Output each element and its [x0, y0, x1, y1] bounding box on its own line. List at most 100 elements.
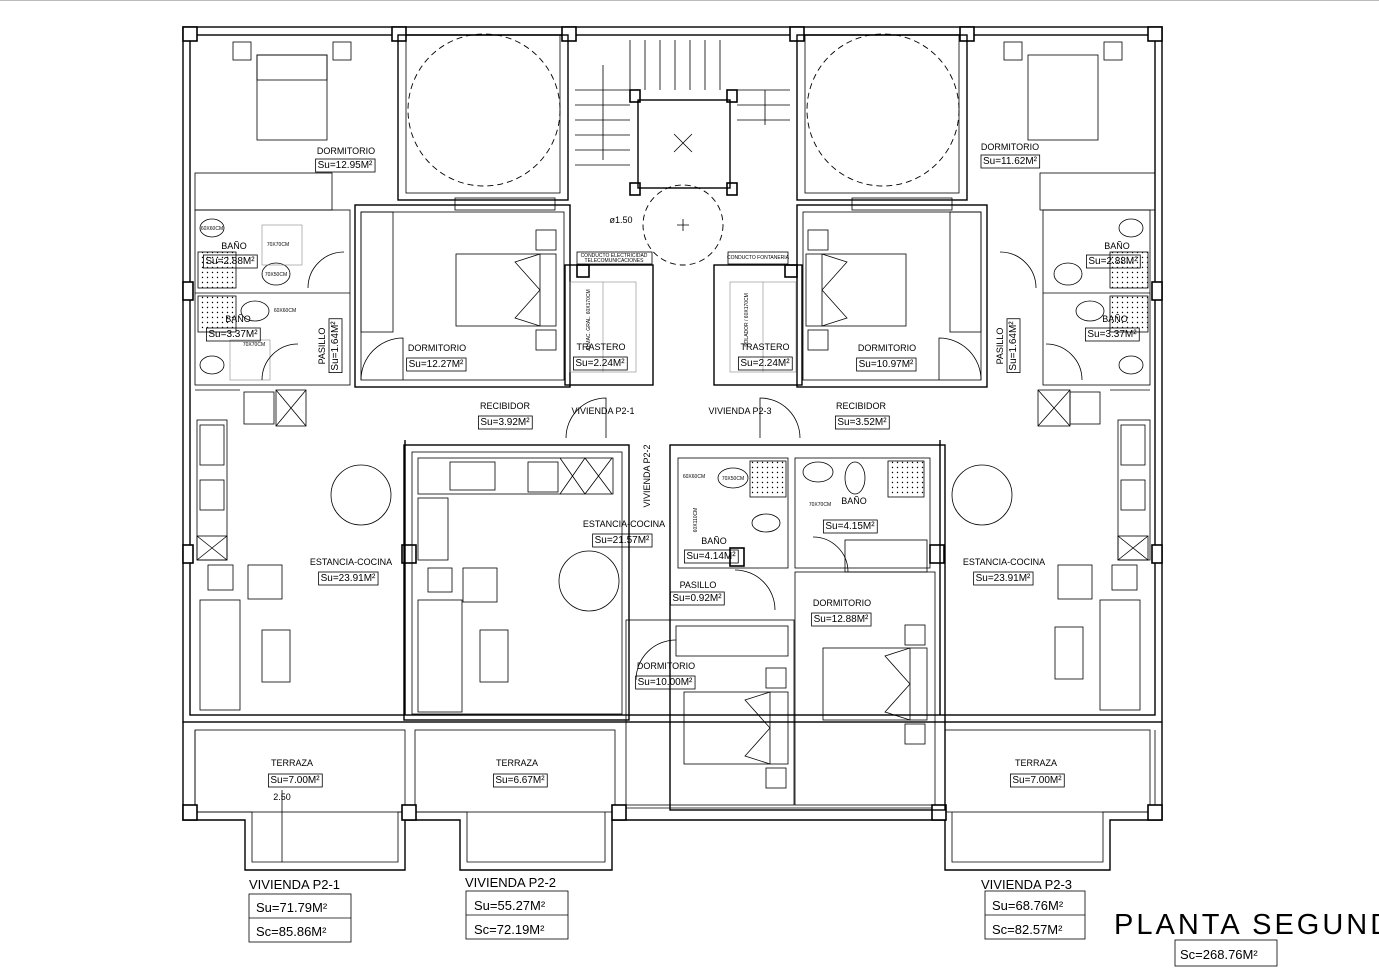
room-area: Su=4.15M²	[825, 521, 875, 532]
area-label-frame	[856, 357, 917, 372]
room-name: TRASTERO	[740, 342, 789, 352]
interior-walls	[194, 41, 1156, 811]
area-label-frame	[834, 415, 890, 430]
room-area: Su=23.91M²	[321, 573, 376, 584]
area-label-frame	[318, 571, 379, 586]
room-name: RECIBIDOR	[836, 401, 887, 411]
room-area: Su=12.27M²	[409, 359, 464, 370]
room-area: Su=0.92M²	[672, 593, 722, 604]
room-area: Su=11.62M²	[983, 156, 1038, 167]
plan-total-area: Sc=268.76M²	[1180, 947, 1258, 962]
unit-su: Su=68.76M²	[992, 898, 1064, 913]
annotations: VIVIENDA P2-1 VIVIENDA P2-3 VIVIENDA P2-…	[201, 215, 831, 802]
room-name: DORMITORIO	[408, 343, 466, 353]
plan-title: PLANTA SEGUNDA	[1114, 909, 1379, 941]
room-name: BAÑO	[841, 496, 867, 506]
area-label-frame	[492, 773, 548, 788]
room-name: TERRAZA	[1015, 758, 1057, 768]
room-name: ESTANCIA-COCINA	[310, 557, 392, 567]
room-area: Su=1.64M²	[330, 321, 341, 371]
area-label-frame	[592, 533, 653, 548]
unit-name: VIVIENDA P2-2	[465, 875, 556, 890]
area-label-frame	[669, 591, 725, 606]
room-name: BAÑO	[225, 314, 251, 324]
fixture-label: 70X50CM	[722, 476, 744, 482]
area-label-frame	[635, 675, 696, 690]
unit-entry-label: VIVIENDA P2-2	[642, 444, 652, 507]
room-name: BAÑO	[221, 241, 247, 251]
room-name: DORMITORIO	[858, 343, 916, 353]
area-label-frame	[822, 519, 878, 534]
area-label-frame	[811, 612, 872, 627]
area-label-frame	[202, 254, 258, 269]
room-labels: DORMITORIO Su=12.95M² DORMITORIO Su=11.6…	[202, 142, 1141, 788]
area-label-frame	[980, 154, 1041, 169]
room-area: Su=7.00M²	[1012, 775, 1062, 786]
room-area: Su=3.92M²	[480, 417, 530, 428]
room-area: Su=2.24M²	[575, 358, 625, 369]
fixture-label: 70X50CM	[265, 272, 287, 278]
area-label-frame	[1009, 773, 1065, 788]
room-name: BAÑO	[1104, 241, 1130, 251]
fixture-label: 70X70CM	[243, 342, 265, 348]
room-name: DORMITORIO	[317, 146, 375, 156]
area-label-frame	[205, 327, 261, 342]
area-label-frame	[267, 773, 323, 788]
fixture-label: 60X60CM	[274, 308, 296, 314]
area-label-frame	[328, 318, 343, 374]
area-label-frame	[477, 415, 533, 430]
fixture-label: 60X60CM	[683, 474, 705, 480]
patios-and-stairs	[397, 33, 968, 266]
room-name: TRASTERO	[576, 342, 625, 352]
duct-label: CONDUCTO FONTANERIA	[727, 255, 790, 261]
dimension-label: 2.50	[273, 792, 291, 802]
room-name: DORMITORIO	[637, 661, 695, 671]
area-label-frame	[406, 357, 467, 372]
unit-sc: Sc=82.57M²	[992, 922, 1063, 937]
room-area: Su=2.24M²	[740, 358, 790, 369]
room-area: Su=23.91M²	[976, 573, 1031, 584]
room-area: Su=4.14M²	[686, 551, 736, 562]
room-area: Su=2.88M²	[1088, 256, 1138, 267]
area-label-frame	[683, 549, 739, 564]
room-name: TERRAZA	[496, 758, 538, 768]
storage-label: ALMAC. GRAL. 60X170CM	[586, 289, 592, 350]
exterior-walls	[182, 26, 1163, 871]
room-name: RECIBIDOR	[480, 401, 531, 411]
room-name: ESTANCIA-COCINA	[583, 519, 665, 529]
duct-label: TELECOMUNICACIONES	[585, 258, 645, 264]
area-label-frame	[1006, 318, 1021, 374]
room-area: Su=10.00M²	[638, 677, 693, 688]
room-name: BAÑO	[701, 536, 727, 546]
room-area: Su=3.37M²	[1087, 329, 1137, 340]
fixture-label: 60X60CM	[201, 226, 223, 232]
diameter-label: ø1.50	[609, 215, 632, 225]
unit-name: VIVIENDA P2-3	[981, 877, 1072, 892]
room-name: ESTANCIA-COCINA	[963, 557, 1045, 567]
storage-label: SOLADOR / 60X170CM	[744, 293, 750, 347]
room-name: BAÑO	[1102, 314, 1128, 324]
room-area: Su=7.00M²	[270, 775, 320, 786]
duct-label: CONDUCTO ELECTRICIDAD	[581, 253, 648, 259]
room-name: PASILLO	[995, 328, 1005, 365]
fixture-label: 70X70CM	[809, 502, 831, 508]
area-label-frame	[737, 356, 793, 371]
room-area: Su=12.88M²	[814, 614, 869, 625]
area-label-frame	[1085, 254, 1141, 269]
room-area: Su=1.64M²	[1008, 321, 1019, 371]
fixture-label: 70X70CM	[267, 242, 289, 248]
unit-sc: Sc=85.86M²	[256, 924, 327, 939]
room-name: PASILLO	[680, 580, 717, 590]
unit-sc: Sc=72.19M²	[474, 922, 545, 937]
area-label-frame	[1084, 327, 1140, 342]
area-label-frame	[973, 571, 1034, 586]
room-name: DORMITORIO	[981, 142, 1039, 152]
room-name: TERRAZA	[271, 758, 313, 768]
unit-name: VIVIENDA P2-1	[249, 877, 340, 892]
room-name: PASILLO	[317, 328, 327, 365]
area-label-frame	[572, 356, 628, 371]
unit-su: Su=55.27M²	[474, 898, 546, 913]
room-area: Su=21.57M²	[595, 535, 650, 546]
room-area: Su=10.97M²	[859, 359, 914, 370]
